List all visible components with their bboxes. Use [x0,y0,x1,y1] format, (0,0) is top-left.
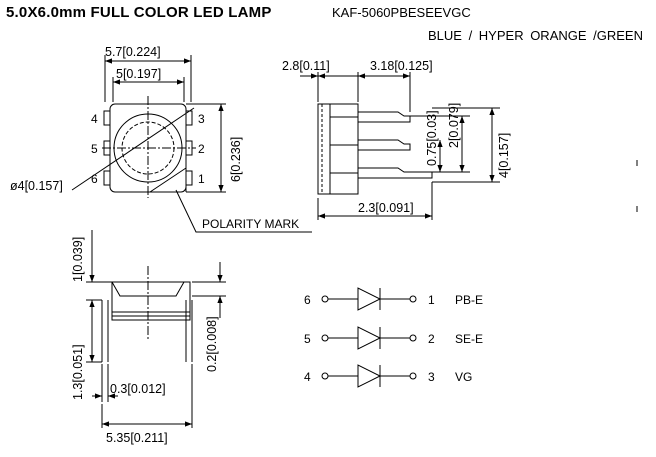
schematic [321,287,417,388]
dim-body-depth: 2.8[0.11] [282,59,330,73]
schematic-label-se-e: SE-E [455,332,483,346]
top-view [71,55,312,233]
dim-top-height: 1[0.039] [71,237,85,282]
dim-bottom-width: 2.3[0.091] [358,201,414,215]
schematic-right-pin-3: 3 [428,370,435,384]
schematic-label-vg: VG [455,370,472,384]
dim-total-height: 4[0.157] [497,133,511,178]
polarity-mark-label: POLARITY MARK [202,217,299,231]
dim-front-width: 5.35[0.211] [106,431,168,445]
schematic-left-pin-4: 4 [304,370,311,384]
schematic-left-pin-6: 6 [304,293,311,307]
pin-label-3: 3 [198,112,205,126]
side-view [300,72,638,220]
pin-label-4: 4 [91,112,98,126]
dim-height: 6[0.236] [229,137,243,182]
pin-label-1: 1 [198,172,205,186]
color-list: BLUE / HYPER ORANGE /GREEN [428,28,643,43]
pin-label-2: 2 [198,142,205,156]
dim-mid-height: 2[0.079] [447,103,461,148]
document-title: 5.0X6.0mm FULL COLOR LED LAMP [6,4,272,21]
dim-width-inner: 5[0.197] [116,67,161,81]
pin-label-5: 5 [91,142,98,156]
pin-label-6: 6 [91,172,98,186]
dim-lead-length: 3.18[0.125] [370,59,433,73]
dim-lead-width: 0.3[0.012] [110,382,166,396]
part-number: KAF-5060PBESEEVGC [332,5,471,20]
schematic-left-pin-5: 5 [304,332,311,346]
front-view [86,230,226,428]
dim-lead-offset: 0.2[0.008] [205,316,219,372]
schematic-label-pb-e: PB-E [455,293,483,307]
schematic-right-pin-2: 2 [428,332,435,346]
dim-lead-height: 1.3[0.051] [71,344,85,400]
dim-diameter: ø4[0.157] [10,179,63,193]
dim-small-height: 0.75[0.03] [425,110,439,166]
schematic-right-pin-1: 1 [428,293,435,307]
dim-width-outer: 5.7[0.224] [105,45,161,59]
